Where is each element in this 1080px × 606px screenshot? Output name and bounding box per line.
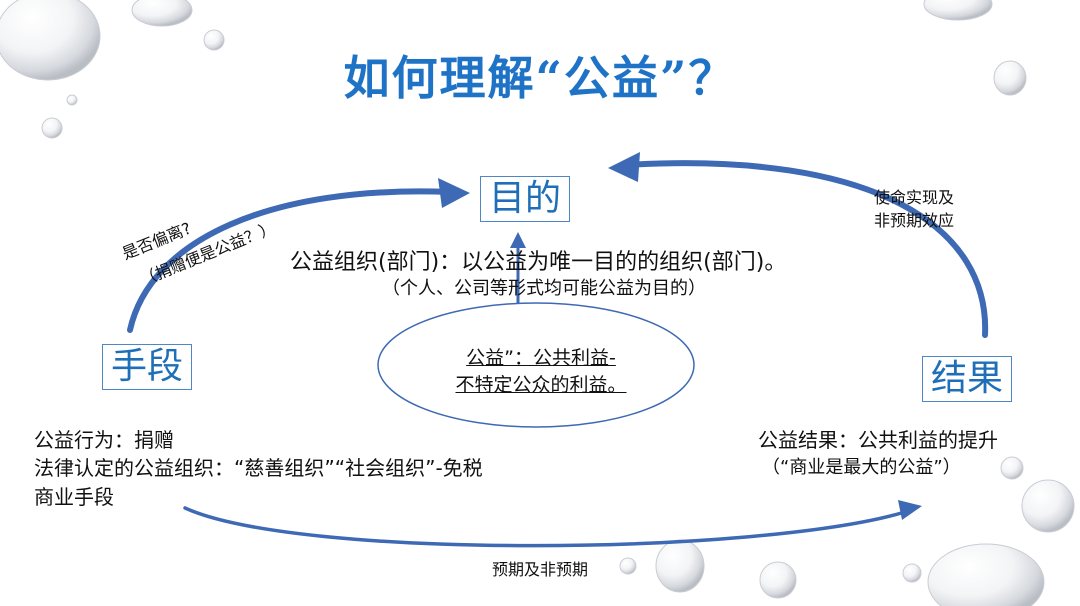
node-result: 结果 [922, 356, 1013, 402]
center-ellipse-line1: 公益”：公共利益- [466, 347, 616, 369]
result-line-2: （“商业是最大的公益”） [762, 457, 961, 478]
node-means: 手段 [102, 344, 193, 390]
means-line-3: 商业手段 [34, 485, 114, 509]
slide-title: 如何理解“公益”？ [343, 51, 737, 105]
center-ellipse [377, 302, 695, 428]
arrow-result-to-purpose [622, 160, 989, 338]
arrow-center-to-purpose-head [510, 232, 526, 248]
purpose-note: （个人、公司等形式均可能公益为目的） [382, 278, 706, 299]
arrow-means-to-result-head [898, 500, 922, 520]
right-arrow-label-2: 非预期效应 [874, 211, 955, 230]
center-ellipse-line2: 不特定公众的利益。 [455, 374, 627, 396]
right-arrow-label-1: 使命实现及 [874, 188, 955, 207]
purpose-definition: 公益组织(部门)：以公益为唯一目的的组织(部门)。 [290, 250, 787, 275]
bottom-arrow-label: 预期及非预期 [492, 560, 589, 579]
means-line-1: 公益行为：捐赠 [34, 428, 174, 452]
cycle-arrows [127, 152, 989, 548]
arrow-result-to-purpose-head [608, 152, 640, 182]
arrow-means-to-purpose [127, 188, 453, 333]
node-purpose: 目的 [480, 176, 571, 222]
means-line-2: 法律认定的公益组织：“慈善组织”“社会组织”-免税 [34, 456, 483, 480]
result-line-1: 公益结果：公共利益的提升 [758, 428, 998, 452]
arrow-means-to-purpose-head [438, 178, 470, 208]
arrow-means-to-result [183, 506, 907, 548]
